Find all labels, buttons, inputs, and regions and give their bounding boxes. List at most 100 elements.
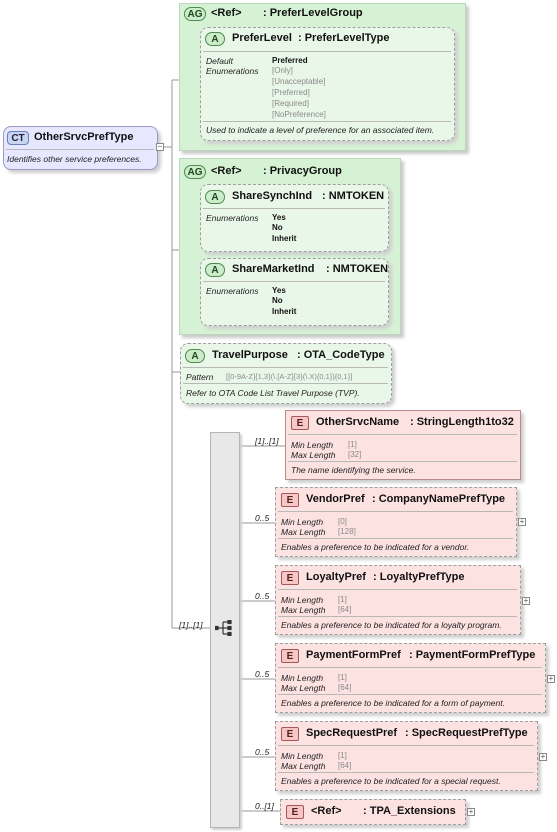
attribute-name: ShareSynchInd (232, 190, 313, 202)
enumerations-label: Enumerations (206, 213, 259, 223)
complex-type-card[interactable] (3, 126, 158, 170)
element-occurs: 0..5 (255, 513, 270, 523)
element-badge: E (286, 805, 304, 819)
min-length-value: [1] (348, 440, 357, 449)
element-card-tpa-extensions[interactable] (280, 799, 466, 825)
expand-icon[interactable]: + (467, 807, 475, 816)
attribute-card-travel-purpose[interactable] (180, 343, 392, 404)
collapse-toggle-icon[interactable]: − (156, 142, 164, 151)
element-occurs: 0..5 (255, 669, 270, 679)
attribute-group-badge: AG (184, 165, 206, 179)
expand-icon[interactable]: + (539, 752, 547, 761)
divider (278, 538, 513, 539)
element-type: : PaymentFormPrefType (409, 649, 536, 661)
element-name: OtherSrvcName (316, 416, 400, 428)
divider (203, 121, 451, 122)
expand-icon[interactable]: + (518, 517, 526, 526)
enumerations-label: Enumerations (206, 66, 259, 76)
max-length-label: Max Length (281, 527, 326, 537)
element-card-vendor-pref[interactable] (275, 487, 517, 557)
divider (203, 51, 451, 52)
enum-value: [Unacceptable] (272, 77, 326, 86)
divider (203, 208, 385, 209)
element-name: SpecRequestPref (306, 727, 398, 739)
element-type: : SpecRequestPrefType (405, 727, 528, 739)
attribute-type: : PreferLevelType (298, 32, 390, 44)
min-length-value: [1] (338, 673, 347, 682)
element-type: : StringLength1to32 (410, 416, 514, 428)
element-name: : TPA_Extensions (363, 805, 456, 817)
divider (6, 149, 154, 150)
attribute-badge: A (205, 190, 225, 204)
expand-icon[interactable]: + (522, 596, 530, 605)
enum-value: [Only] (272, 66, 293, 75)
element-badge: E (281, 571, 299, 585)
max-length-value: [64] (338, 683, 352, 692)
enumerations-label: Enumerations (206, 286, 259, 296)
complex-type-doc: Identifies other service preferences. (7, 154, 142, 164)
max-length-label: Max Length (281, 605, 326, 615)
element-name: VendorPref (306, 493, 365, 505)
element-badge: E (291, 416, 309, 430)
attribute-type: : NMTOKEN (322, 190, 385, 202)
expand-icon[interactable]: + (547, 674, 555, 683)
element-doc: Enables a preference to be indicated for… (281, 542, 470, 552)
default-value: Preferred (272, 56, 308, 65)
pattern-value: [[0-9A-Z]{1,3}(\.[A-Z]{3}(\.X){0,1}){0,1… (226, 372, 353, 381)
attribute-type: : OTA_CodeType (297, 349, 385, 361)
ref-label: <Ref> (211, 7, 242, 19)
min-length-label: Min Length (281, 673, 324, 683)
divider (278, 745, 534, 746)
max-length-label: Max Length (281, 761, 326, 771)
attribute-card-prefer-level[interactable] (200, 27, 455, 141)
divider (278, 511, 513, 512)
sequence-occurs: [1]..[1] (179, 620, 203, 630)
enum-value: Yes (272, 213, 286, 222)
element-card-spec-request-pref[interactable] (275, 721, 538, 791)
enum-value: [NoPreference] (272, 110, 326, 119)
attribute-badge: A (205, 263, 225, 277)
complex-type-badge: CT (7, 131, 29, 145)
element-name: PaymentFormPref (306, 649, 401, 661)
element-card-payment-form-pref[interactable] (275, 643, 546, 713)
attribute-group-badge: AG (184, 7, 206, 21)
divider (288, 434, 517, 435)
element-occurs: 0..5 (255, 591, 270, 601)
attribute-card-share-synch[interactable] (200, 184, 389, 252)
element-doc: Enables a preference to be indicated for… (281, 698, 505, 708)
element-card-loyalty-pref[interactable] (275, 565, 521, 635)
enum-value: Yes (272, 286, 286, 295)
divider (183, 367, 388, 368)
element-type: : CompanyNamePrefType (372, 493, 506, 505)
attribute-badge: A (185, 349, 205, 363)
attribute-type: : NMTOKEN (326, 263, 389, 275)
max-length-label: Max Length (281, 683, 326, 693)
element-occurs: 0..[1] (255, 801, 274, 811)
enum-value: Inherit (272, 307, 297, 316)
attribute-name: ShareMarketInd (232, 263, 315, 275)
ref-label: <Ref> (211, 165, 242, 177)
element-occurs: [1]..[1] (255, 436, 279, 446)
max-length-value: [32] (348, 450, 362, 459)
attribute-name: PreferLevel (232, 32, 292, 44)
attribute-group-name: : PreferLevelGroup (263, 7, 363, 19)
max-length-value: [64] (338, 761, 352, 770)
enum-value: No (272, 223, 283, 232)
enum-value: [Required] (272, 99, 309, 108)
divider (278, 589, 517, 590)
complex-type-name: OtherSrvcPrefType (34, 131, 134, 143)
min-length-label: Min Length (281, 595, 324, 605)
attribute-card-share-market[interactable] (200, 258, 389, 326)
min-length-label: Min Length (291, 440, 334, 450)
divider (278, 616, 517, 617)
max-length-value: [128] (338, 527, 356, 536)
default-label: Default (206, 56, 233, 66)
element-card-other-srvc-name[interactable] (285, 410, 521, 480)
enum-value: Inherit (272, 234, 297, 243)
element-occurs: 0..5 (255, 747, 270, 757)
min-length-value: [1] (338, 751, 347, 760)
enum-value: No (272, 296, 283, 305)
ref-label: <Ref> (311, 805, 342, 817)
element-name: LoyaltyPref (306, 571, 366, 583)
attribute-name: TravelPurpose (212, 349, 288, 361)
